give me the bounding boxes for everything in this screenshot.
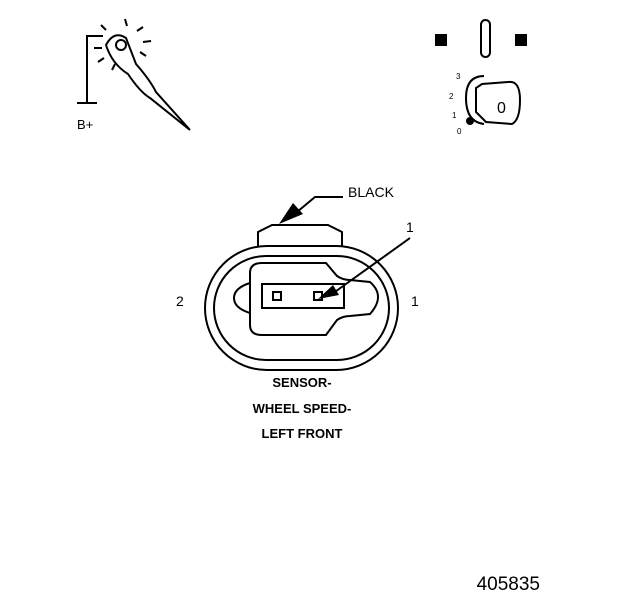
connector-color-label: BLACK bbox=[348, 184, 395, 200]
callout-leader-arrow bbox=[318, 237, 411, 299]
caption-line-1: SENSOR- bbox=[272, 375, 331, 390]
cavity-number-right: 1 bbox=[411, 293, 419, 309]
test-light-icon bbox=[77, 18, 191, 131]
ignition-switch-icon bbox=[435, 19, 527, 126]
cavity-number-left: 2 bbox=[176, 293, 184, 309]
key-marking: 0 bbox=[497, 100, 506, 117]
caption-line-2: WHEEL SPEED- bbox=[253, 401, 352, 416]
b-plus-label: B+ bbox=[77, 117, 93, 132]
caption-line-3: LEFT FRONT bbox=[262, 426, 343, 441]
color-leader-arrow bbox=[279, 196, 343, 224]
ignition-position-2: 2 bbox=[449, 92, 454, 101]
ignition-position-0: 0 bbox=[457, 127, 462, 136]
connector-face-icon bbox=[204, 224, 399, 371]
ignition-position-3: 3 bbox=[456, 72, 461, 81]
ignition-position-1: 1 bbox=[452, 111, 457, 120]
figure-number: 405835 bbox=[477, 574, 540, 595]
callout-number: 1 bbox=[406, 219, 414, 235]
